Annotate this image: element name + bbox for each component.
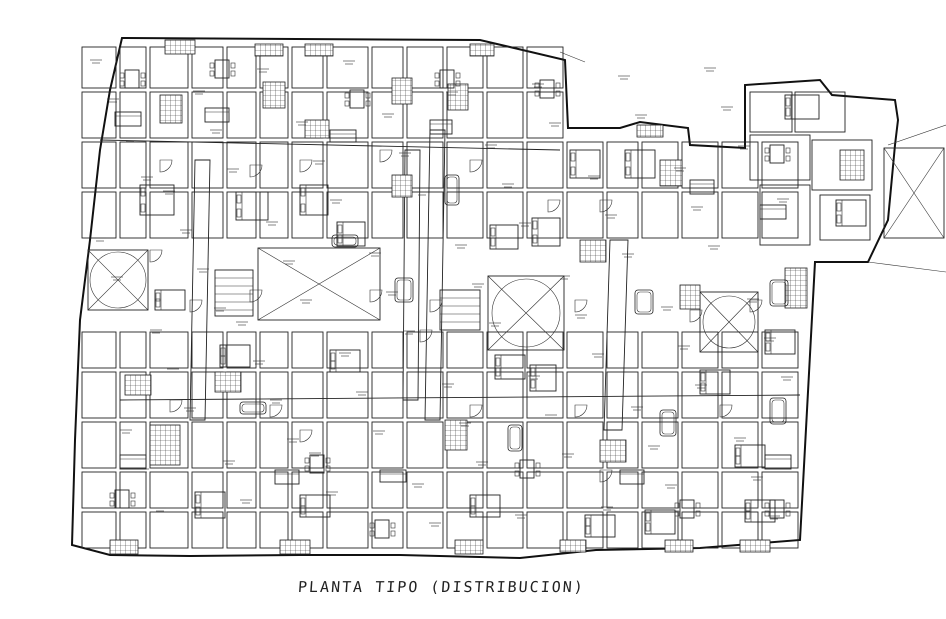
furniture-symbols: [90, 59, 867, 539]
apartment-rooms: [81, 46, 873, 549]
bathroom-tiles: [109, 39, 865, 555]
light-wells: [87, 147, 945, 353]
building-outline: [70, 36, 946, 560]
door-swings: [149, 149, 763, 483]
plan-caption: PLANTA TIPO (DISTRIBUCION): [297, 578, 586, 596]
